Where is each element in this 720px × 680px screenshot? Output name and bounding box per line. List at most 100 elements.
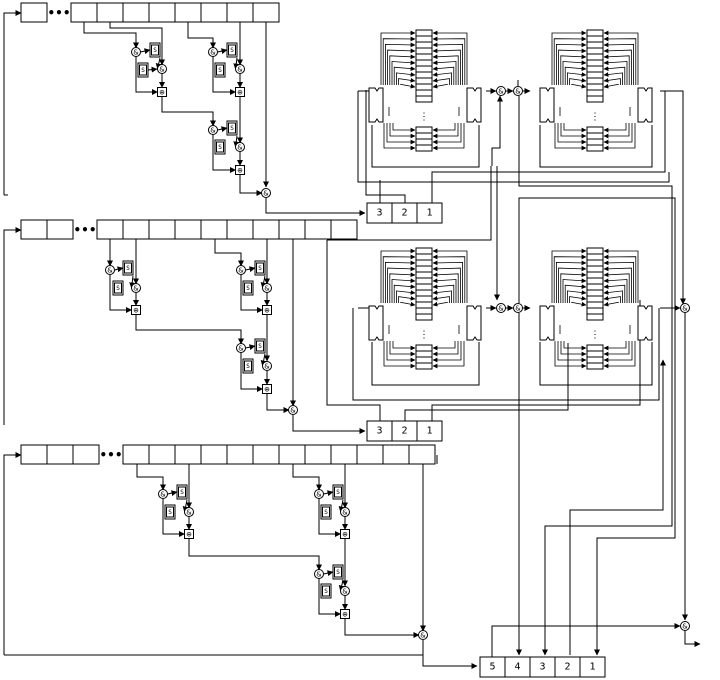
- wire: [357, 91, 670, 183]
- xor-gate-icon: [184, 529, 194, 539]
- filter-wire: [432, 83, 448, 89]
- wire: [83, 22, 139, 49]
- sbox-inner: [114, 282, 122, 294]
- register-cell: [278, 219, 306, 240]
- filter-wire: [603, 248, 639, 303]
- filter-cell: [586, 289, 604, 297]
- and-gate-symbol: &: [264, 285, 270, 293]
- filter-port-right: [466, 305, 482, 341]
- filter-cell: [586, 41, 604, 49]
- middle-output-register-cell-label: 1: [426, 426, 432, 437]
- and-gate-icon: [418, 630, 428, 640]
- filter-wire: [432, 248, 468, 303]
- filter-wire: [560, 123, 587, 139]
- filter-cell: [586, 301, 604, 309]
- filter-cell: [586, 126, 604, 134]
- and-gate-symbol: &: [264, 363, 270, 371]
- and-gate-icon: [208, 125, 218, 135]
- sbox-in-wire: [245, 266, 256, 273]
- sbox-label: S: [116, 285, 120, 292]
- filter-wire: [432, 341, 459, 357]
- register-cell: [252, 2, 280, 23]
- filter-cell: [415, 356, 433, 364]
- sbox-inner: [151, 44, 159, 56]
- filter-cell: [586, 132, 604, 140]
- wire: [187, 22, 216, 49]
- register-cell: [200, 219, 228, 240]
- and-gate-symbol: &: [238, 345, 244, 353]
- wire: [188, 539, 322, 571]
- sbox-in-wire: [323, 570, 334, 577]
- register-cell: [252, 219, 280, 240]
- r1-feedback-wire: [3, 10, 22, 195]
- filter-wire: [558, 48, 587, 85]
- wire: [518, 96, 673, 656]
- sbox-label: S: [141, 67, 145, 74]
- xor-gate-icon: [157, 87, 167, 97]
- register-cell: [330, 444, 358, 465]
- wire: [431, 300, 641, 421]
- wire: [539, 125, 653, 168]
- filter-wire: [432, 60, 457, 85]
- wire: [491, 95, 503, 166]
- and-gate-symbol: &: [133, 285, 139, 293]
- filter-wire: [432, 301, 448, 307]
- components: [20, 2, 690, 678]
- filter-wire: [603, 284, 626, 303]
- filter-wire: [392, 123, 416, 133]
- filter-wire: [603, 341, 636, 369]
- filter-wire: [553, 36, 587, 85]
- filter-wire: [562, 278, 587, 303]
- filter-port-left: [539, 305, 555, 341]
- r2-out-wire: [292, 415, 366, 434]
- register-cell: [20, 2, 48, 23]
- filter-wire: [384, 260, 416, 303]
- filter-wire: [567, 290, 587, 303]
- filter-wire: [603, 36, 637, 85]
- final-output-register-cell-label: 2: [564, 662, 570, 673]
- and-gate-symbol: &: [342, 509, 348, 517]
- filter-wire: [567, 72, 587, 85]
- register-cell: [70, 2, 98, 23]
- labels: •••••••••&S&⊕S&S&⊕S&S&⊕S&&S&⊕S&S&⊕S&S&⊕S…: [47, 6, 688, 673]
- filter-wire: [389, 341, 416, 357]
- xor-gate-icon: [262, 384, 272, 394]
- keystream-out-wire: [684, 631, 701, 647]
- and-gate-symbol: &: [160, 491, 166, 499]
- wire: [292, 464, 322, 491]
- filter-cell: [415, 59, 433, 67]
- middle-output-register-cell-label: 3: [376, 426, 382, 437]
- filter-port-left: [368, 87, 384, 123]
- sbox-label: S: [258, 265, 262, 272]
- filter-wire: [603, 42, 634, 85]
- and-gate-icon: [496, 303, 506, 313]
- xor-gate-symbol: ⊕: [342, 611, 348, 619]
- filter-wire: [432, 341, 462, 363]
- filter-cell: [415, 83, 433, 91]
- and-gate-icon: [131, 283, 141, 293]
- register-cell: [226, 219, 254, 240]
- r1-out-wire: [265, 198, 366, 216]
- filter-cell: [586, 95, 604, 103]
- register-cell: [174, 219, 202, 240]
- sbox-inner: [256, 340, 264, 352]
- filter-cell: [415, 350, 433, 358]
- top-output-register-cell-label: 2: [401, 208, 407, 219]
- filter-port-left: [539, 87, 555, 123]
- filter-wire: [603, 66, 626, 85]
- and-gate-symbol: &: [107, 267, 113, 275]
- and-gate-icon: [184, 507, 194, 517]
- filter-wire: [432, 284, 455, 303]
- sbox-in-wire: [114, 266, 124, 273]
- sbox-inner: [322, 585, 330, 597]
- filter-wire: [380, 248, 416, 303]
- wire: [539, 342, 653, 386]
- filter-port-right: [637, 87, 653, 123]
- filter-cell: [586, 295, 604, 303]
- register-cell: [20, 444, 48, 465]
- filter-cell: [586, 259, 604, 267]
- wires: [3, 10, 701, 669]
- filter-cell: [415, 71, 433, 79]
- filter-wire: [603, 30, 639, 85]
- and-gate-icon: [157, 64, 167, 74]
